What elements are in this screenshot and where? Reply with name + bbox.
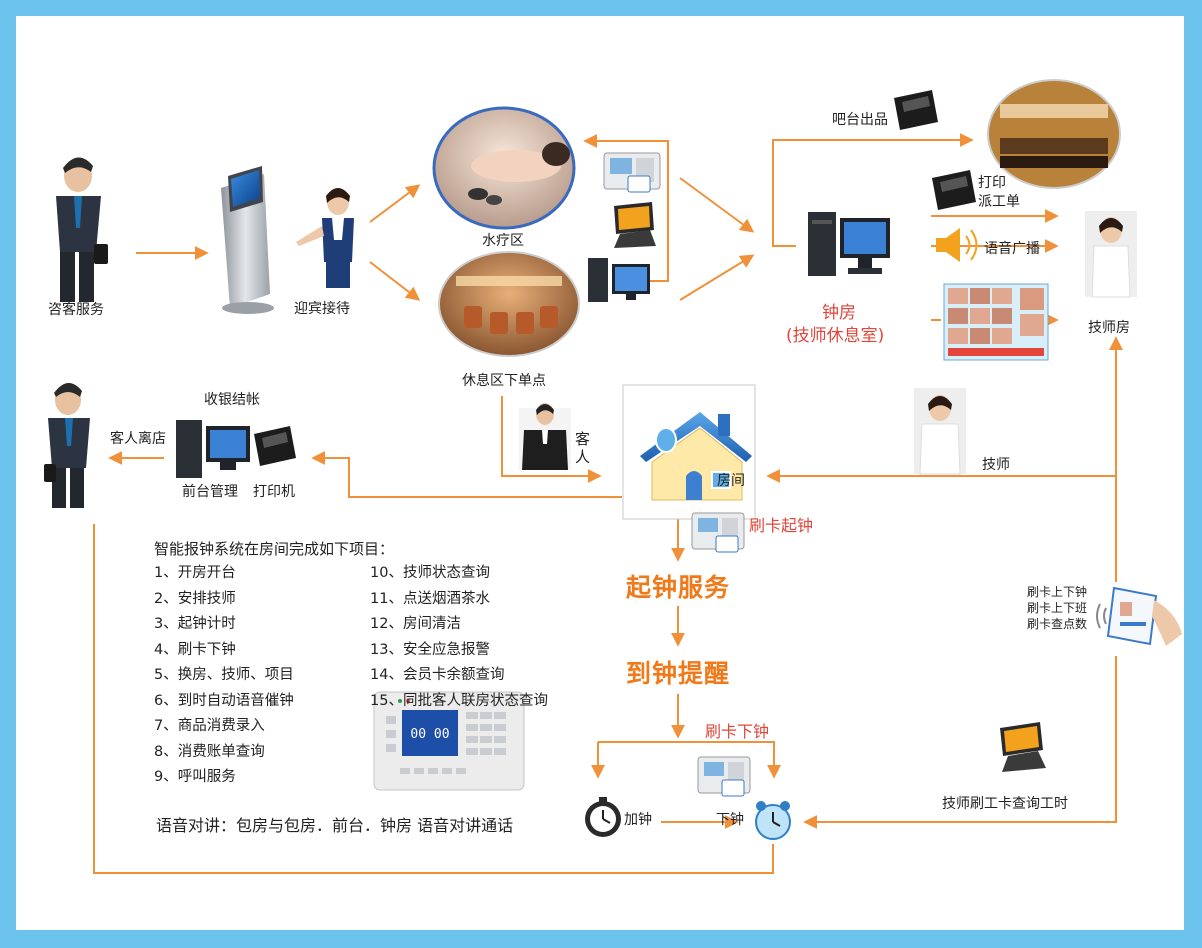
technician-label: 技师 [982, 457, 1010, 473]
card-function-labels: 刷卡上下钟 刷卡上下班 刷卡查点数 [1027, 584, 1087, 632]
guest-vertical-label: 客人 [575, 430, 591, 466]
smart-clock-control-device: 00 00 [373, 691, 525, 791]
list-item: 9、呼叫服务 [154, 769, 236, 785]
bar-receipt-printer [894, 90, 938, 130]
device-screen-time: 00 00 [410, 727, 449, 742]
technician-photo-top [1085, 211, 1137, 298]
cashier-label: 收银结帐 [204, 392, 260, 408]
list-item: 15、同批客人联房状态查询 [370, 692, 548, 709]
room-label: 房间 [717, 473, 745, 489]
list-item: 7、商品消费录入 [154, 718, 265, 734]
dispatch-printer-icon [932, 170, 976, 210]
list-item: 12、房间清洁 [370, 616, 461, 632]
card-reader-end [697, 756, 751, 797]
clock-room-label: 钟房 [822, 303, 856, 323]
consult-service-label: 咨客服务 [48, 302, 104, 318]
alarm-clock-icon [755, 801, 791, 840]
list-item: 10、技师状态查询 [370, 565, 490, 581]
print-label-line1: 打印 [978, 175, 1006, 191]
reminder-heading: 到钟提醒 [626, 659, 731, 688]
system-list-title: 智能报钟系统在房间完成如下项目： [154, 540, 395, 558]
voice-broadcast-label: 语音广播 [984, 241, 1040, 257]
bar-output-label: 吧台出品 [832, 112, 888, 128]
lounge-area-image [438, 251, 580, 357]
guest-leave-label: 客人离店 [110, 431, 166, 447]
list-item: 4、刷卡下钟 [154, 641, 236, 658]
spa-area-label: 水疗区 [482, 233, 524, 249]
card-reader-start [691, 512, 745, 553]
card-function-line: 刷卡查点数 [1027, 617, 1088, 631]
speaker-icon [936, 228, 978, 262]
start-service-heading: 起钟服务 [626, 573, 731, 602]
technician-photo-board [943, 283, 1049, 361]
stopwatch-icon [585, 797, 621, 837]
clock-room-sub-label: (技师休息室) [786, 326, 885, 346]
greeter-label: 迎宾接待 [294, 301, 350, 317]
guest-figure [519, 403, 571, 470]
technician-photo-bottom [914, 388, 966, 475]
cashier-computer [176, 420, 250, 478]
house-room-icon [622, 384, 756, 520]
add-clock-label: 加钟 [624, 812, 652, 828]
list-item: 11、点送烟酒茶水 [370, 590, 490, 607]
cashier-printer [254, 426, 296, 466]
card-reader-device [603, 152, 661, 193]
leaving-guest-figure [44, 382, 90, 508]
list-item: 3、起钟计时 [154, 616, 236, 632]
worker-card-query-label: 技师刷工卡查询工时 [942, 796, 1068, 812]
list-item: 6、到时自动语音催钟 [154, 692, 294, 709]
list-item: 8、消费账单查询 [154, 743, 265, 760]
intercom-note: 语音对讲：包房与包房．前台．钟房 语音对讲通话 [156, 816, 514, 835]
flow-diagram: 00 00 [44, 79, 1182, 874]
clock-room-computer [808, 212, 890, 276]
consultant-man-figure [56, 157, 108, 302]
flow-lines [93, 133, 1123, 874]
list-item: 14、会员卡余额查询 [370, 667, 505, 683]
self-service-kiosk [221, 166, 274, 314]
worker-card-pos-terminal [1000, 722, 1046, 772]
list-item: 1、开房开台 [154, 565, 236, 581]
swipe-end-label: 刷卡下钟 [705, 722, 770, 741]
tech-room-label: 技师房 [1088, 320, 1130, 336]
lounge-order-label: 休息区下单点 [462, 373, 546, 389]
system-list-column-1: 1、开房开台 2、安排技师 3、起钟计时 4、刷卡下钟 5、换房、技师、项目 6… [154, 561, 294, 791]
printer-label: 打印机 [253, 484, 295, 500]
hand-card-icon [1096, 586, 1182, 646]
computer-icon-lounge [588, 258, 650, 302]
card-function-line: 刷卡上下班 [1027, 601, 1088, 615]
swipe-start-label: 刷卡起钟 [749, 516, 814, 535]
front-desk-label: 前台管理 [182, 484, 238, 500]
greeter-lady-figure [296, 188, 354, 288]
system-list-column-2: 10、技师状态查询 11、点送烟酒茶水 12、房间清洁 13、安全应急报警 14… [370, 561, 548, 714]
diagram-frame: 00 00 [16, 16, 1184, 930]
pos-terminal-icon [614, 202, 656, 248]
list-item: 13、安全应急报警 [370, 641, 490, 658]
end-clock-label: 下钟 [716, 812, 744, 828]
print-label-line2: 派工单 [978, 194, 1020, 210]
bar-counter-image [987, 79, 1121, 189]
spa-area-image [432, 106, 576, 230]
card-function-line: 刷卡上下钟 [1027, 585, 1088, 599]
list-item: 5、换房、技师、项目 [154, 667, 294, 683]
list-item: 2、安排技师 [154, 590, 236, 607]
